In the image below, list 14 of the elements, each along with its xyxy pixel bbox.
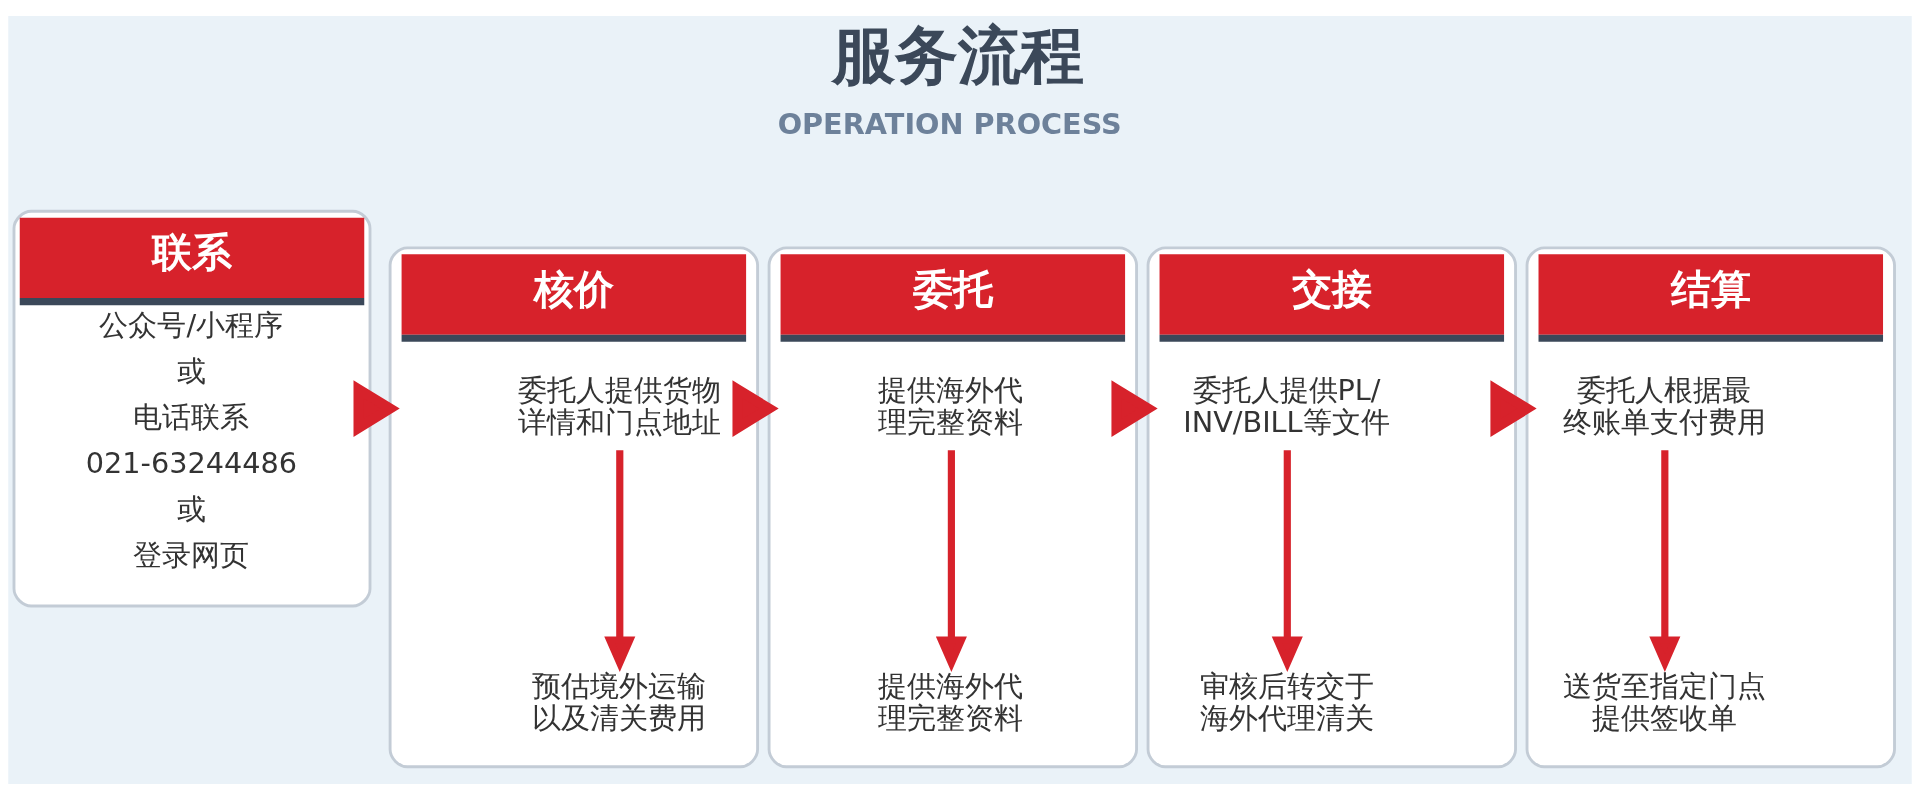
diagram-title: 服务流程 <box>832 17 1085 92</box>
node-text: 提供海外代理完整资料 <box>878 669 1024 736</box>
node-text: 预估境外运输以及清关费用 <box>532 669 707 736</box>
node-text: 委托人根据最终账单支付费用 <box>1562 373 1766 439</box>
node-text: 委托人提供PL/INV/BILL等文件 <box>1183 373 1390 439</box>
node-text: 委托人提供货物详情和门点地址 <box>517 373 721 439</box>
node-text: 送货至指定门点 提供签收单 <box>1562 669 1766 736</box>
arrow <box>1111 380 1158 437</box>
node-text: 审核后转交于海外代理清关 <box>1199 669 1374 736</box>
node-text: 提供海外代理完整资料 <box>878 373 1024 439</box>
arrow <box>1490 380 1537 437</box>
arrow <box>353 380 400 437</box>
arrow <box>732 380 779 437</box>
label: OPERATION PROCESS <box>777 106 1122 141</box>
